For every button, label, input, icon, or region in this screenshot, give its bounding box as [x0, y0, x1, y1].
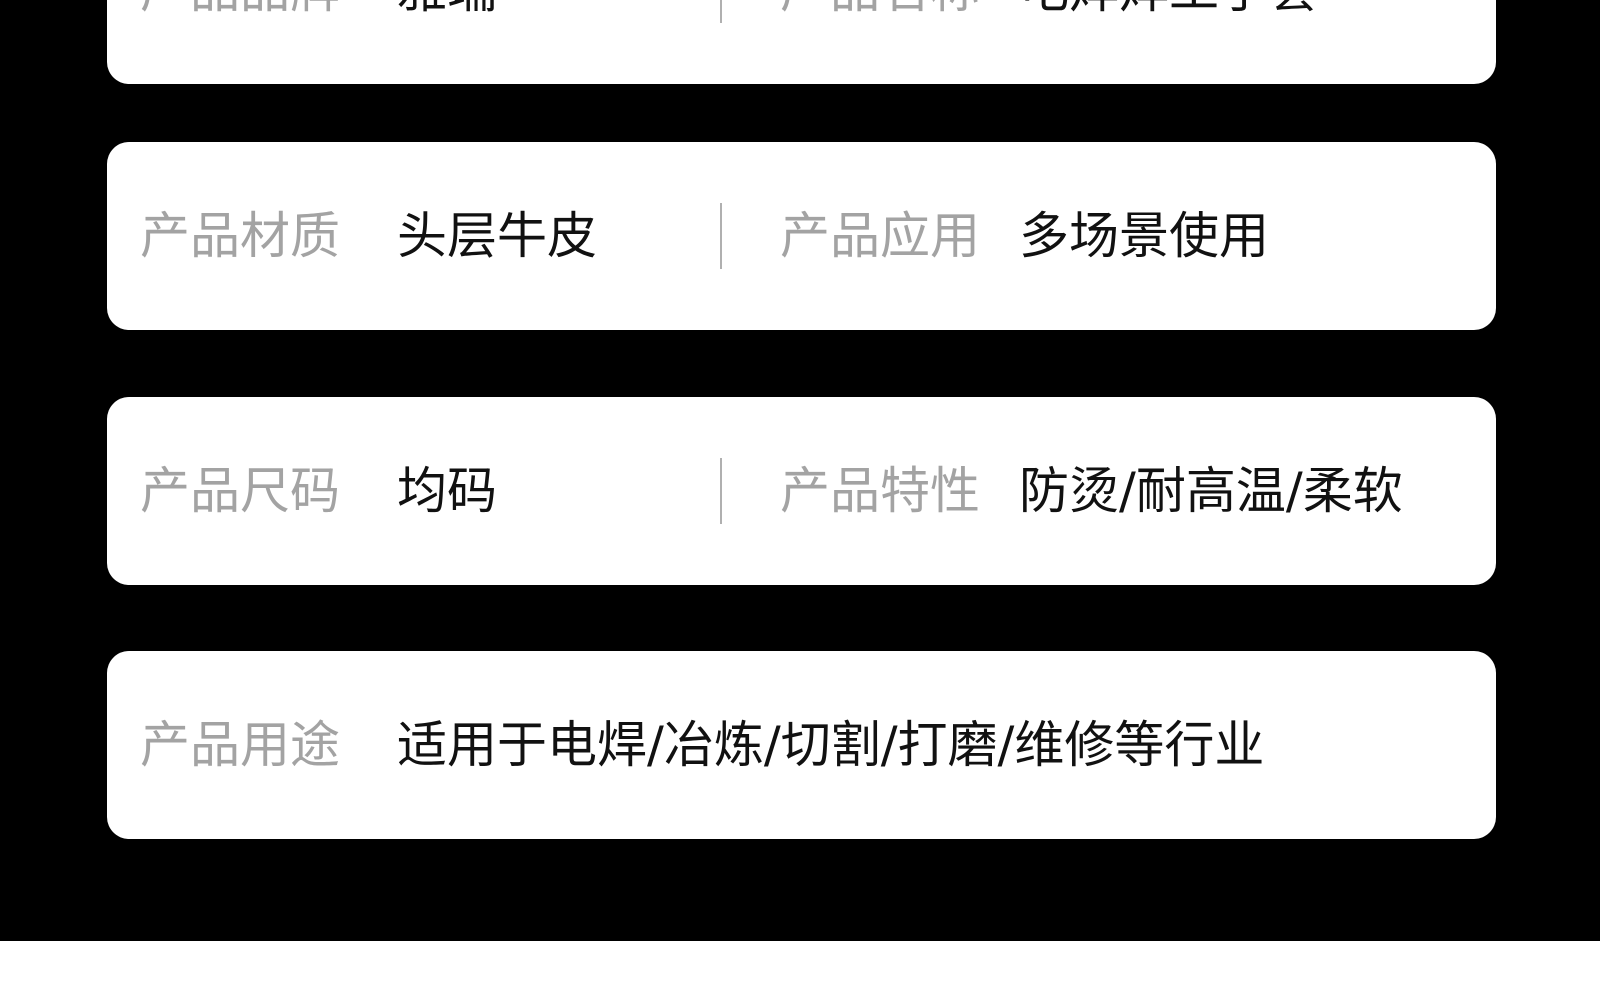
spec-value-brand: 雅瑞: [397, 0, 497, 15]
spec-label-size: 产品尺码: [140, 462, 340, 520]
spec-label-feature: 产品特性: [780, 462, 980, 520]
spec-card-size-feature: 产品尺码 均码 产品特性 防烫/耐高温/柔软: [107, 397, 1496, 585]
spec-label-usage: 产品用途: [140, 716, 340, 774]
spec-card-material-application: 产品材质 头层牛皮 产品应用 多场景使用: [107, 142, 1496, 330]
product-spec-panel: 产品品牌 雅瑞 产品名称 电焊焊工手套 产品材质 头层牛皮 产品应用 多场景使用…: [0, 0, 1600, 941]
spec-label-name: 产品名称: [780, 0, 980, 15]
spec-card-usage: 产品用途 适用于电焊/冶炼/切割/打磨/维修等行业: [107, 651, 1496, 839]
bottom-strip: [0, 941, 1600, 1000]
spec-value-usage: 适用于电焊/冶炼/切割/打磨/维修等行业: [397, 716, 1265, 774]
spec-value-application: 多场景使用: [1019, 207, 1269, 265]
spec-label-application: 产品应用: [780, 207, 980, 265]
spec-label-brand: 产品品牌: [140, 0, 340, 15]
spec-label-material: 产品材质: [140, 207, 340, 265]
spec-divider: [720, 203, 722, 269]
spec-value-size: 均码: [397, 462, 497, 520]
spec-value-name: 电焊焊工手套: [1019, 0, 1319, 15]
spec-value-material: 头层牛皮: [397, 207, 597, 265]
spec-value-feature: 防烫/耐高温/柔软: [1019, 462, 1403, 520]
spec-divider: [720, 0, 722, 23]
spec-divider: [720, 458, 722, 524]
spec-card-brand-name: 产品品牌 雅瑞 产品名称 电焊焊工手套: [107, 0, 1496, 84]
